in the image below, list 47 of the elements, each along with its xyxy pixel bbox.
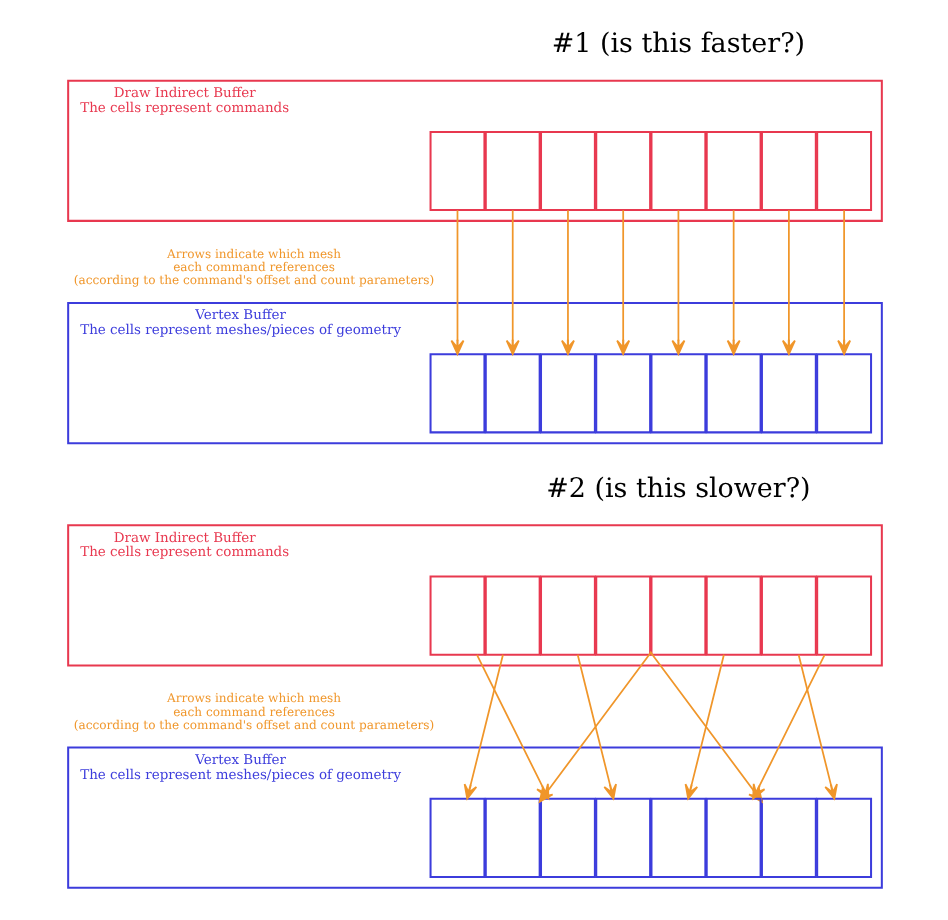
arrow [670, 209, 685, 355]
node-box [483, 353, 540, 434]
arrow [504, 209, 519, 355]
arrow [560, 209, 574, 355]
node-box [815, 575, 872, 656]
node-box [483, 575, 540, 656]
node-box [594, 575, 651, 656]
node-box [483, 797, 540, 878]
node-box [704, 797, 761, 878]
node-box [428, 575, 485, 656]
node-box [539, 353, 595, 434]
arrow [725, 209, 740, 355]
node-box [539, 575, 595, 656]
node-box [649, 797, 706, 878]
node-box [815, 353, 872, 434]
node-box [704, 575, 761, 656]
arrow [796, 653, 837, 800]
arrow [615, 209, 630, 355]
arrow [462, 653, 503, 800]
arrow [449, 209, 464, 355]
arrow [751, 653, 825, 800]
node-box [483, 130, 540, 212]
node-box [428, 353, 485, 434]
node-box [428, 130, 485, 212]
node-box [759, 130, 816, 212]
label: #1 (is this faster?) [550, 28, 805, 61]
arrow [836, 209, 851, 355]
node-box [759, 797, 816, 878]
arrow [575, 653, 616, 800]
node-box [759, 575, 816, 656]
node-box [594, 130, 651, 212]
node-box [539, 797, 595, 878]
node-box [704, 130, 761, 212]
node-box [815, 130, 872, 212]
node-box [649, 575, 706, 656]
node-box [649, 353, 706, 434]
node-box [759, 353, 816, 434]
node-box [815, 797, 872, 878]
node-box [704, 353, 761, 434]
node-box [594, 797, 651, 878]
arrow [683, 653, 724, 800]
arrow [780, 209, 795, 355]
node-box [428, 797, 485, 878]
label: #2 (is this slower?) [545, 473, 810, 506]
node-box [594, 353, 651, 434]
node-box [649, 130, 706, 212]
node-box [539, 130, 595, 212]
